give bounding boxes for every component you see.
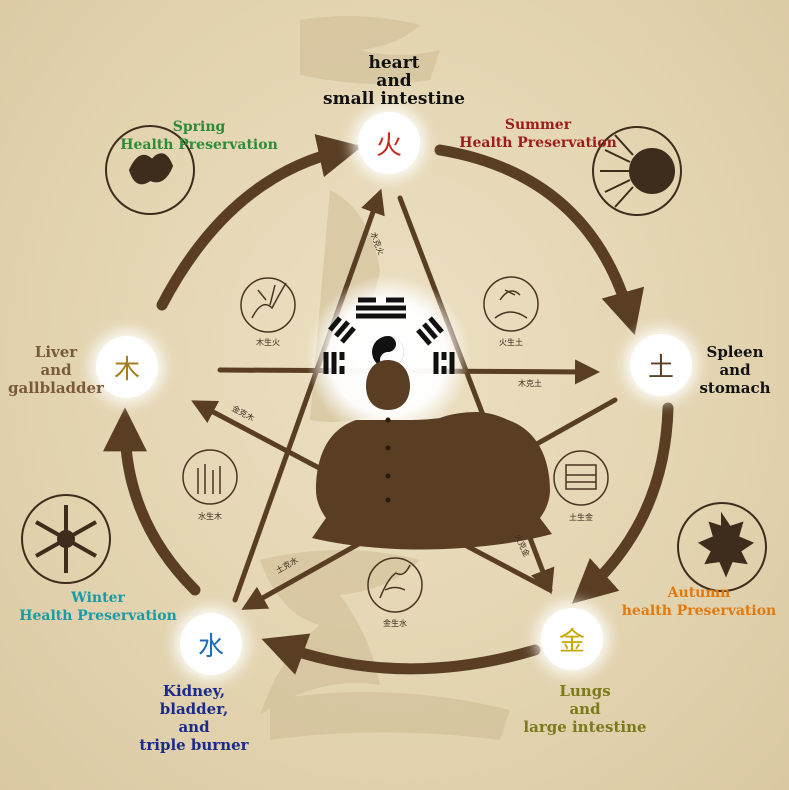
- water-organ-label: Kidney, bladder, and triple burner: [128, 682, 260, 754]
- fire-char: 火: [376, 125, 402, 162]
- arrow-water-to-wood: [125, 425, 195, 590]
- earth-char: 土: [648, 347, 674, 384]
- earth-organ-label: Spleen and stomach: [690, 343, 780, 397]
- caption-wood-fire: 木生火: [256, 337, 280, 348]
- caption-wood-earth: 木克土: [518, 378, 542, 389]
- water-element: 水: [180, 613, 242, 675]
- winter-label: Winter Health Preservation: [8, 589, 188, 625]
- metal-element: 金: [541, 608, 603, 670]
- water-char: 水: [198, 626, 224, 663]
- caption-fire-earth: 火生土: [499, 337, 523, 348]
- water-wood-icon: [183, 450, 237, 504]
- summer-label: Summer Health Preservation: [446, 116, 630, 152]
- center-figure: [306, 275, 552, 550]
- caption-water-wood: 水生木: [198, 511, 222, 522]
- caption-metal-water: 金生水: [383, 618, 407, 629]
- earth-element: 土: [630, 334, 692, 396]
- earth-metal-icon: [554, 451, 608, 505]
- wood-organ-label: Liver and gallbladder: [2, 343, 110, 397]
- metal-char: 金: [559, 621, 585, 658]
- fire-earth-icon: [484, 277, 538, 331]
- wood-char: 木: [114, 349, 140, 386]
- spring-label: Spring Health Preservation: [104, 118, 294, 154]
- fire-element: 火: [358, 112, 420, 174]
- metal-organ-label: Lungs and large intestine: [510, 682, 660, 736]
- caption-earth-metal: 土生金: [569, 512, 593, 523]
- fire-organ-label: heart and small intestine: [306, 54, 482, 108]
- autumn-label: Autumn health Preservation: [610, 584, 788, 620]
